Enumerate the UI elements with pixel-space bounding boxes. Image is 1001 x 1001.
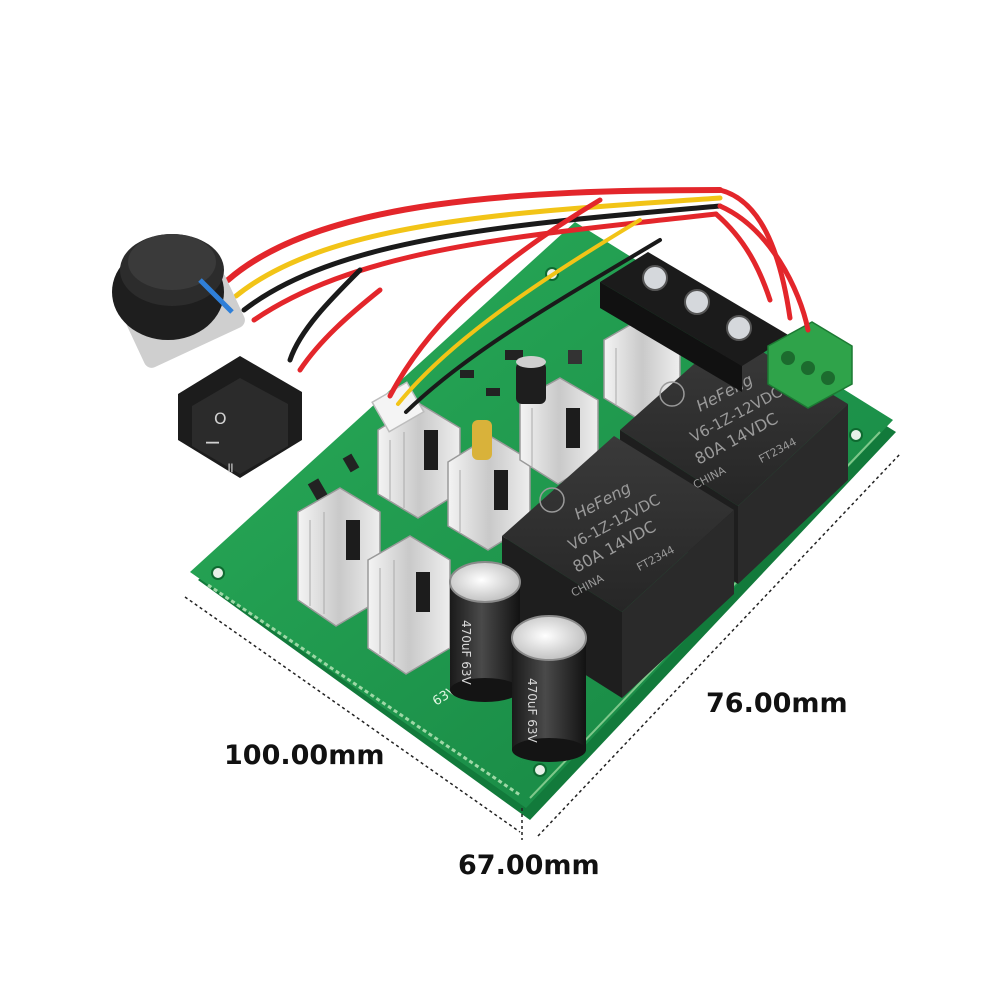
switch-mark-other: = (222, 462, 238, 474)
switch-mark-on: I (201, 440, 222, 445)
heatsink-array (297, 317, 681, 675)
relay-logo-icon (659, 381, 685, 407)
length-dimension-line (184, 596, 521, 833)
green-terminal-block (767, 321, 853, 409)
rocker-switch-icon: I O = (178, 356, 302, 478)
terminal-screw-icon (684, 289, 710, 315)
capacitor-left: 470uF 63V (449, 561, 521, 702)
width-dimension-label: 76.00mm (706, 688, 848, 719)
small-capacitors (472, 356, 546, 460)
capacitor-right-label: 470uF 63V (525, 678, 539, 743)
height-dimension-label: 67.00mm (458, 850, 600, 881)
terminal-screw-icon (726, 315, 752, 341)
capacitor-left-label: 470uF 63V (459, 620, 473, 685)
relay-logo-icon (539, 487, 565, 513)
potentiometer-knob-icon (112, 234, 245, 368)
length-dimension-label: 100.00mm (224, 740, 385, 771)
switch-mark-off: O (214, 409, 227, 428)
relay-front: HeFeng V6-1Z-12VDC 80A 14VDC CHINA FT234… (502, 436, 734, 698)
wire-harness (225, 187, 811, 414)
screw-terminal-block (600, 252, 790, 392)
dimension-lines (184, 453, 901, 840)
terminal-screw-icon (642, 265, 668, 291)
width-dimension-line (537, 453, 901, 837)
capacitor-right: 470uF 63V (511, 615, 587, 762)
